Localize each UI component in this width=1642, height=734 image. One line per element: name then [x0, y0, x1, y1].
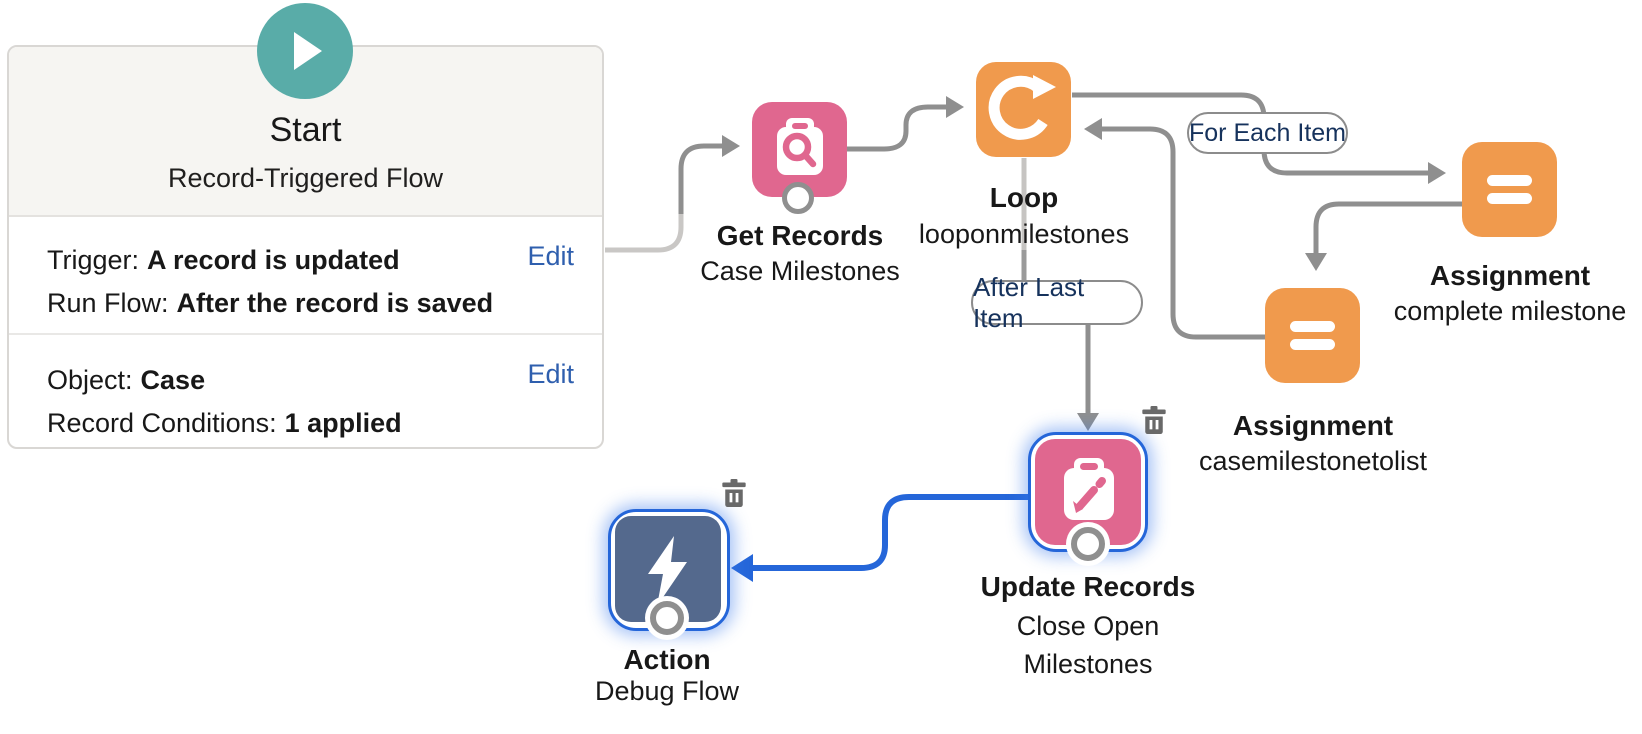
arrowhead-icon	[1428, 162, 1446, 184]
trigger-value: A record is updated	[147, 245, 400, 275]
assignment-complete-title: Assignment	[1429, 260, 1591, 291]
assignment-complete-node[interactable]	[1462, 142, 1557, 237]
play-icon	[294, 32, 322, 70]
update-records-icon	[1064, 458, 1114, 520]
arrowhead-icon	[722, 135, 740, 157]
record-conditions-label: Record Conditions:	[47, 408, 277, 438]
get-records-icon	[777, 118, 823, 175]
arrowhead-icon	[731, 554, 753, 582]
lightning-bolt-icon	[648, 536, 687, 606]
loop-subtitle: looponmilestones	[918, 219, 1130, 249]
connector-update-records-to-action-selected[interactable]	[731, 494, 1030, 582]
get-records-subtitle: Case Milestones	[700, 256, 900, 286]
arrowhead-icon	[1084, 118, 1102, 140]
start-trigger-section: Trigger:A record is updated Run Flow:Aft…	[9, 217, 602, 335]
run-flow-line: Run Flow:After the record is saved	[47, 282, 602, 325]
loop-icon	[988, 75, 1056, 140]
arrowhead-icon	[1305, 253, 1327, 271]
start-node-panel: Start Record-Triggered Flow Trigger:A re…	[7, 45, 604, 449]
trash-icon	[722, 479, 746, 507]
start-play-button[interactable]	[257, 3, 353, 99]
arrowhead-icon	[946, 96, 964, 118]
connector-loop-after-last-to-update-records	[1021, 158, 1099, 431]
for-each-item-label: For Each Item	[1189, 118, 1346, 147]
connector-get-records-to-loop	[847, 96, 964, 152]
run-flow-value: After the record is saved	[176, 288, 494, 318]
object-line: Object:Case	[47, 359, 602, 402]
after-last-item-label: After Last Item	[973, 271, 1085, 333]
start-object-section: Object:Case Record Conditions:1 applied …	[9, 337, 602, 451]
get-records-title: Get Records	[716, 220, 884, 251]
loop-title: Loop	[989, 182, 1059, 213]
edit-trigger-link[interactable]: Edit	[527, 241, 574, 271]
edit-object-link[interactable]: Edit	[527, 359, 574, 389]
assignment-icon	[1290, 321, 1335, 350]
connector-assignment-complete-to-assignment-tolist	[1305, 201, 1462, 271]
update-records-title: Update Records	[980, 571, 1196, 602]
connector-label-after-last-item: After Last Item	[971, 272, 1143, 333]
delete-action-button[interactable]	[722, 479, 746, 507]
get-records-port[interactable]	[782, 182, 814, 214]
record-conditions-line: Record Conditions:1 applied	[47, 402, 602, 445]
record-conditions-value: 1 applied	[284, 408, 402, 438]
action-subtitle: Debug Flow	[594, 676, 740, 706]
update-records-node[interactable]	[1028, 432, 1148, 552]
loop-node[interactable]	[976, 62, 1071, 157]
trigger-label: Trigger:	[47, 245, 140, 275]
delete-update-records-button[interactable]	[1142, 406, 1166, 434]
run-flow-label: Run Flow:	[47, 288, 169, 318]
get-records-node[interactable]	[752, 102, 847, 197]
action-port[interactable]	[650, 601, 684, 635]
connector-label-for-each-item: For Each Item	[1187, 112, 1348, 154]
trash-icon	[1142, 406, 1166, 434]
connector-assignment-tolist-back-to-loop	[1084, 118, 1265, 340]
object-value: Case	[140, 365, 206, 395]
trigger-line: Trigger:A record is updated	[47, 239, 602, 282]
assignment-complete-subtitle: complete milestone	[1393, 296, 1627, 326]
assignment-tolist-node[interactable]	[1265, 288, 1360, 383]
update-records-port[interactable]	[1071, 527, 1105, 561]
arrowhead-icon	[1077, 413, 1099, 431]
update-records-subtitle: Close Open Milestones	[1016, 611, 1160, 679]
start-type-label: Record-Triggered Flow	[167, 163, 444, 193]
connector-start-to-get-records	[605, 135, 740, 253]
start-title: Start	[269, 111, 342, 149]
assignment-icon	[1487, 175, 1532, 204]
assignment-tolist-title: Assignment	[1232, 410, 1394, 441]
object-label: Object:	[47, 365, 133, 395]
assignment-tolist-subtitle: casemilestonetolist	[1198, 446, 1428, 476]
action-title: Action	[623, 644, 711, 675]
